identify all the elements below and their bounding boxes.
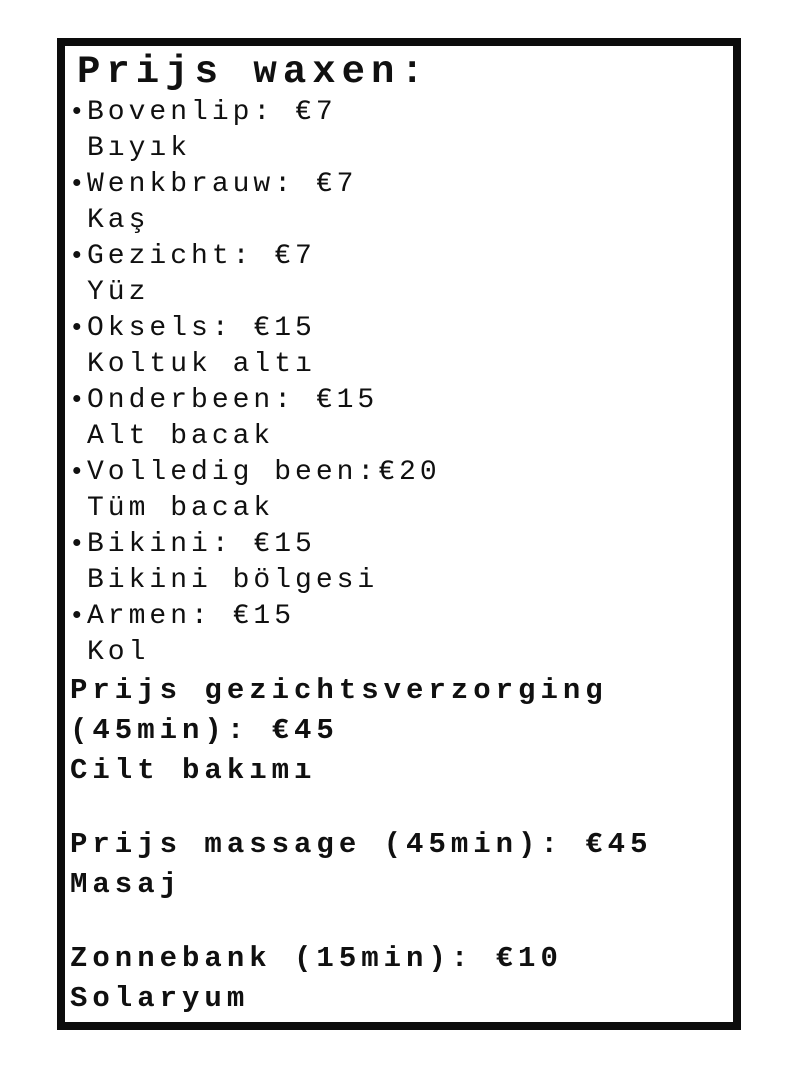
service-price-line: Prijs massage (45min): €45 <box>70 828 653 861</box>
price-list-card: Prijs waxen: •Bovenlip: €7 Bıyık •Wenkbr… <box>57 38 741 1030</box>
service-translation-line: Masaj <box>70 868 183 901</box>
wax-item-service-price: Bovenlip: €7 <box>87 97 337 128</box>
wax-item-dutch-line: •Bovenlip: €7 <box>69 95 727 131</box>
wax-item-service-price: Oksels: €15 <box>87 313 316 344</box>
price-list-title: Prijs waxen: <box>77 50 430 94</box>
facial-care-section: Prijs gezichtsverzorging (45min): €45 Ci… <box>70 671 727 791</box>
service-translation-line: Cilt bakımı <box>70 754 317 787</box>
wax-item-dutch-line: •Gezicht: €7 <box>69 239 727 275</box>
wax-item-service-price: Armen: €15 <box>87 601 296 632</box>
sunbed-section: Zonnebank (15min): €10 Solaryum <box>70 939 727 1019</box>
wax-item-service-price: Onderbeen: €15 <box>87 385 379 416</box>
wax-item-dutch-line: •Onderbeen: €15 <box>69 383 727 419</box>
wax-item-turkish-line: Yüz <box>87 277 150 308</box>
bullet-icon: • <box>69 601 89 631</box>
wax-item-dutch-line: •Armen: €15 <box>69 599 727 635</box>
service-price-line: Zonnebank (15min): €10 <box>70 942 563 975</box>
bullet-icon: • <box>69 385 89 415</box>
bullet-icon: • <box>69 97 89 127</box>
massage-section: Prijs massage (45min): €45 Masaj <box>70 825 727 905</box>
wax-item-turkish-line: Alt bacak <box>87 421 275 452</box>
wax-item-dutch-line: •Volledig been:€20 <box>69 455 727 491</box>
wax-item-turkish-line: Bikini bölgesi <box>87 565 379 596</box>
wax-item-dutch-line: •Oksels: €15 <box>69 311 727 347</box>
wax-item-service-price: Wenkbrauw: €7 <box>87 169 358 200</box>
service-translation-line: Solaryum <box>70 982 250 1015</box>
bullet-icon: • <box>69 457 89 487</box>
bullet-icon: • <box>69 529 89 559</box>
wax-item-turkish-line: Bıyık <box>87 133 192 164</box>
wax-item-service-price: Volledig been:€20 <box>87 457 441 488</box>
wax-item-service-price: Bikini: €15 <box>87 529 316 560</box>
wax-price-list: •Bovenlip: €7 Bıyık •Wenkbrauw: €7 Kaş •… <box>69 95 727 671</box>
wax-item-turkish-line: Tüm bacak <box>87 493 275 524</box>
wax-item-service-price: Gezicht: €7 <box>87 241 316 272</box>
service-price-line: Prijs gezichtsverzorging (45min): €45 <box>70 674 608 747</box>
wax-item-dutch-line: •Bikini: €15 <box>69 527 727 563</box>
wax-item-turkish-line: Koltuk altı <box>87 349 316 380</box>
wax-item-turkish-line: Kol <box>87 637 150 668</box>
wax-item-dutch-line: •Wenkbrauw: €7 <box>69 167 727 203</box>
bullet-icon: • <box>69 169 89 199</box>
wax-item-turkish-line: Kaş <box>87 205 150 236</box>
bullet-icon: • <box>69 313 89 343</box>
bullet-icon: • <box>69 241 89 271</box>
